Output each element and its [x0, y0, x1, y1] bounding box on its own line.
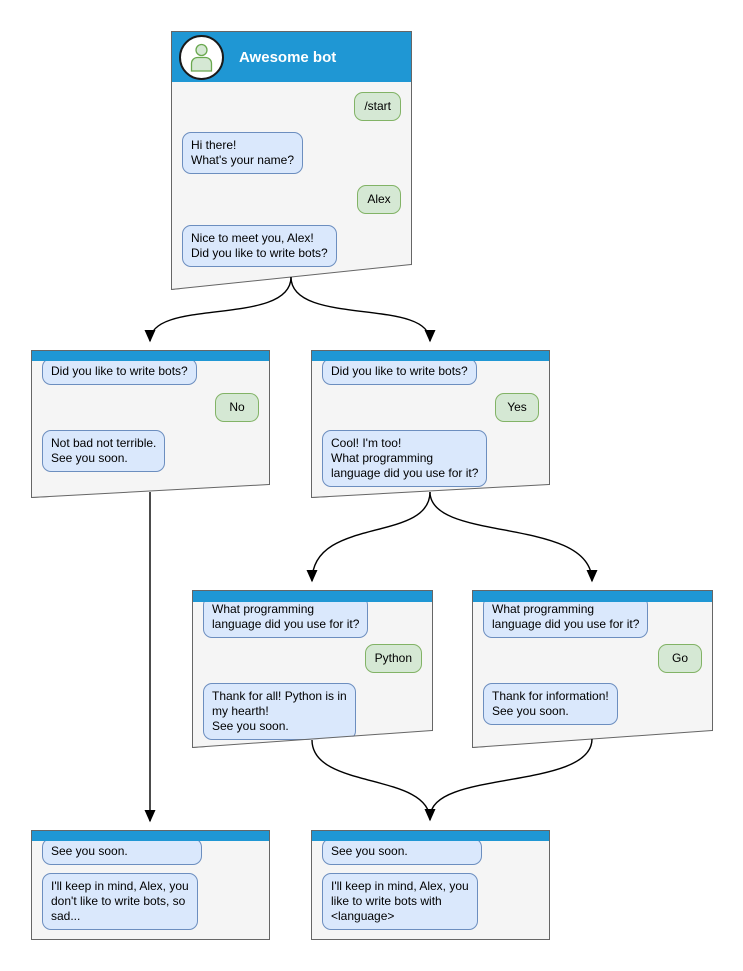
chat-bubble-bot: Not bad not terrible. See you soon.	[42, 430, 165, 472]
chat-bubble-bot: See you soon.	[42, 838, 202, 865]
chat-bubble-bot: Cool! I'm too! What programming language…	[322, 430, 487, 487]
window-titlebar	[312, 831, 549, 841]
chat-window-end-no: See you soon. I'll keep in mind, Alex, y…	[31, 830, 270, 940]
chat-window-lang-python: What programming language did you use fo…	[192, 590, 433, 748]
bot-title: Awesome bot	[239, 48, 337, 66]
chat-bubble-user: No	[215, 393, 259, 422]
window-titlebar	[473, 591, 712, 602]
window-titlebar: Awesome bot	[172, 32, 411, 82]
edge-python-to-end	[311, 739, 436, 822]
chat-bubble-bot: Thank for all! Python is in my hearth! S…	[203, 683, 356, 740]
chat-bubble-user: Python	[365, 644, 422, 673]
chat-window-main: Awesome bot /start Hi there! What's your…	[171, 31, 412, 290]
chat-bubble-bot: What programming language did you use fo…	[483, 596, 648, 638]
chat-bubble-bot: What programming language did you use fo…	[203, 596, 368, 638]
person-icon	[188, 43, 215, 72]
chat-window-lang-go: What programming language did you use fo…	[472, 590, 713, 748]
chat-bubble-bot: Did you like to write bots?	[322, 358, 477, 385]
chat-window-end-lang: See you soon. I'll keep in mind, Alex, y…	[311, 830, 550, 940]
window-titlebar	[312, 351, 549, 361]
edge-go-to-end	[429, 738, 593, 817]
chat-bubble-bot: Hi there! What's your name?	[182, 132, 303, 174]
chat-bubble-user: Alex	[357, 185, 401, 214]
chat-bubble-bot: I'll keep in mind, Alex, you like to wri…	[322, 873, 478, 930]
chat-bubble-bot: Nice to meet you, Alex! Did you like to …	[182, 225, 337, 267]
edge-yes-to-go	[429, 491, 598, 583]
window-titlebar	[32, 351, 269, 361]
chat-window-branch-no: Did you like to write bots? No Not bad n…	[31, 350, 270, 498]
chat-bubble-user: Go	[658, 644, 702, 673]
chat-window-branch-yes: Did you like to write bots? Yes Cool! I'…	[311, 350, 550, 498]
bot-avatar	[179, 35, 224, 80]
chat-bubble-bot: Thank for information! See you soon.	[483, 683, 618, 725]
window-titlebar	[193, 591, 432, 602]
chat-bubble-user: /start	[354, 92, 401, 121]
chat-bubble-bot: I'll keep in mind, Alex, you don't like …	[42, 873, 198, 930]
window-titlebar	[32, 831, 269, 841]
chat-bubble-bot: Did you like to write bots?	[42, 358, 197, 385]
chat-bubble-user: Yes	[495, 393, 539, 422]
chat-bubble-bot: See you soon.	[322, 838, 482, 865]
edge-main-to-yes	[290, 276, 436, 343]
edge-yes-to-python	[306, 491, 431, 583]
